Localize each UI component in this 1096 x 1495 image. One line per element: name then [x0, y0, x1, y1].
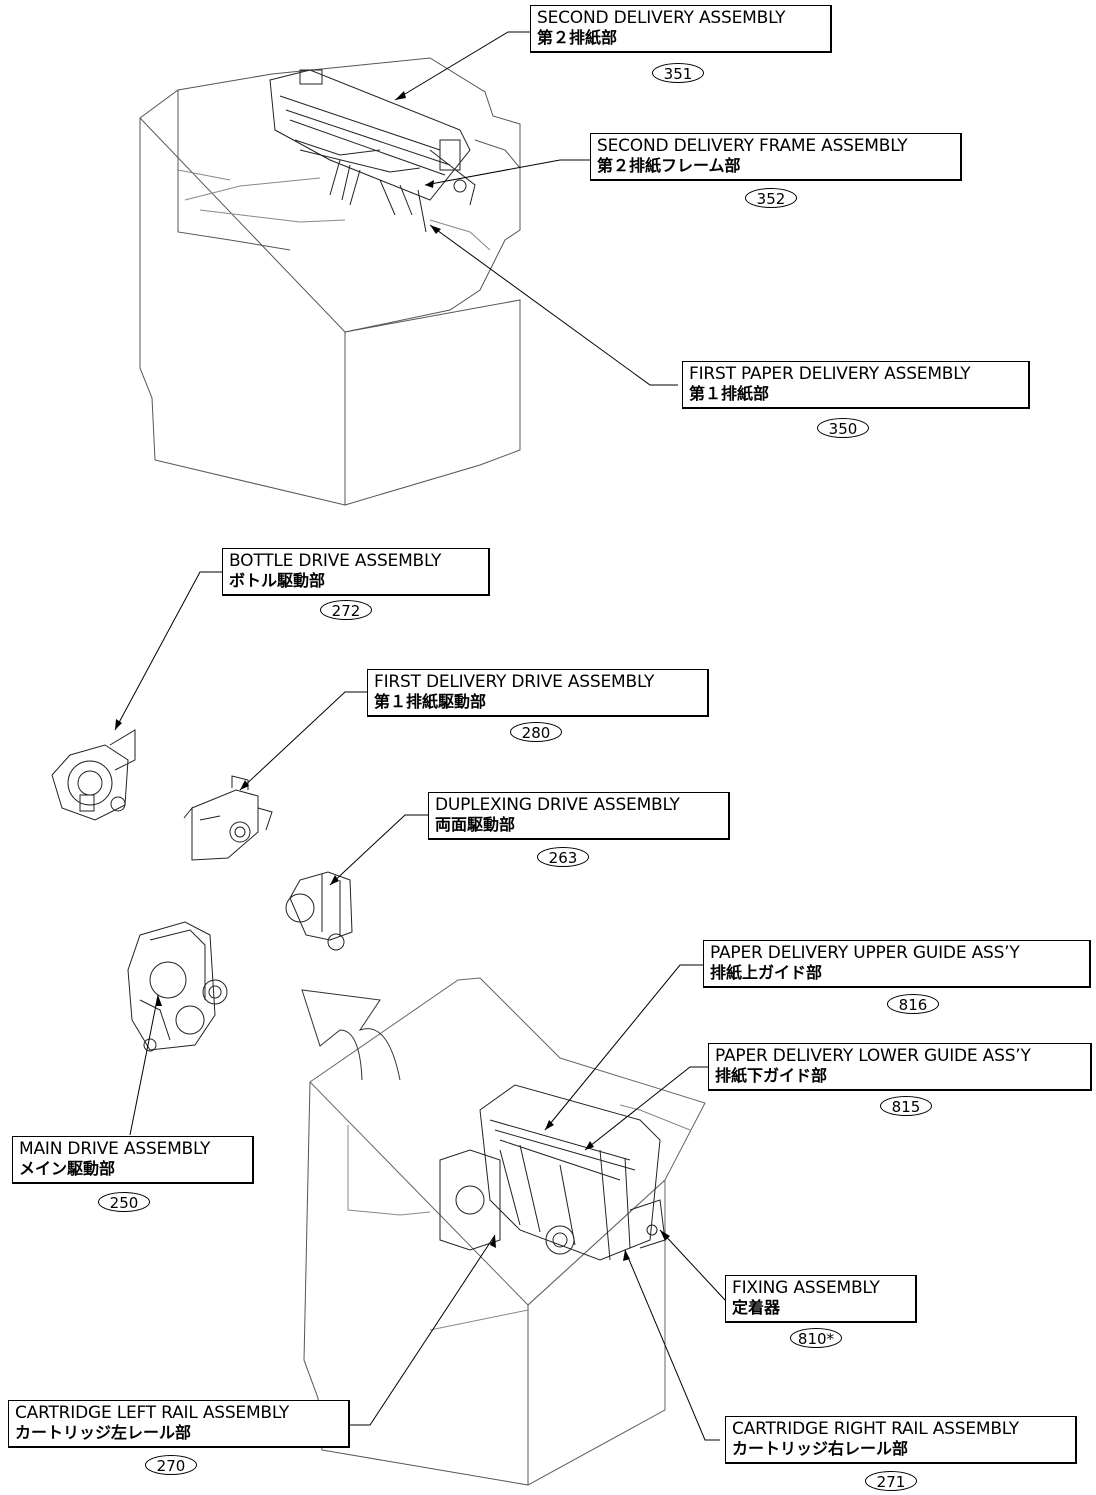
- part-number-badge: 810*: [790, 1328, 842, 1348]
- duplexing-drive-assembly-drawing: [285, 871, 353, 951]
- callout-second-delivery: SECOND DELIVERY ASSEMBLY 第２排紙部: [530, 5, 832, 53]
- callout-label-jp: ボトル駆動部: [229, 571, 326, 590]
- callout-label-en: CARTRIDGE RIGHT RAIL ASSEMBLY: [732, 1419, 1019, 1439]
- callout-second-delivery-frame: SECOND DELIVERY FRAME ASSEMBLY 第２排紙フレーム部: [590, 133, 962, 181]
- part-number-badge: 815: [880, 1096, 932, 1116]
- callout-label-jp: カートリッジ右レール部: [732, 1439, 909, 1458]
- part-number-badge: 816: [887, 994, 939, 1014]
- callout-cartridge-right-rail: CARTRIDGE RIGHT RAIL ASSEMBLY カートリッジ右レール…: [725, 1416, 1077, 1464]
- callout-label-en: FIRST DELIVERY DRIVE ASSEMBLY: [374, 672, 655, 692]
- callout-label-jp: 両面駆動部: [435, 815, 516, 834]
- callout-label-en: PAPER DELIVERY UPPER GUIDE ASS’Y: [710, 943, 1020, 963]
- callout-label-en: SECOND DELIVERY FRAME ASSEMBLY: [597, 136, 908, 156]
- callout-cartridge-left-rail: CARTRIDGE LEFT RAIL ASSEMBLY カートリッジ左レール部: [8, 1400, 350, 1448]
- main-drive-assembly-drawing: [127, 921, 228, 1052]
- part-number-badge: 250: [98, 1192, 150, 1212]
- callout-fixing: FIXING ASSEMBLY 定着器: [725, 1275, 917, 1323]
- leader-arrowheads: [115, 91, 670, 1261]
- callout-label-en: MAIN DRIVE ASSEMBLY: [19, 1139, 211, 1159]
- callout-label-jp: 第１排紙駆動部: [374, 692, 487, 711]
- second-delivery-assembly-drawing: [269, 69, 476, 233]
- part-number-badge: 270: [145, 1455, 197, 1475]
- callout-label-en: FIXING ASSEMBLY: [732, 1278, 880, 1298]
- part-number-badge: 271: [865, 1471, 917, 1491]
- callout-bottle-drive: BOTTLE DRIVE ASSEMBLY ボトル駆動部: [222, 548, 490, 596]
- callout-first-paper-delivery: FIRST PAPER DELIVERY ASSEMBLY 第１排紙部: [682, 361, 1030, 409]
- upper-printer-body: [139, 57, 521, 506]
- callout-label-jp: 第１排紙部: [689, 384, 770, 403]
- callout-label-jp: メイン駆動部: [19, 1159, 116, 1178]
- callout-label-en: CARTRIDGE LEFT RAIL ASSEMBLY: [15, 1403, 290, 1423]
- callout-main-drive: MAIN DRIVE ASSEMBLY メイン駆動部: [12, 1136, 254, 1184]
- callout-duplexing-drive: DUPLEXING DRIVE ASSEMBLY 両面駆動部: [428, 792, 730, 840]
- callout-first-delivery-drive: FIRST DELIVERY DRIVE ASSEMBLY 第１排紙駆動部: [367, 669, 709, 717]
- lower-printer-body: [303, 977, 706, 1486]
- callout-label-jp: 第２排紙部: [537, 28, 618, 47]
- callout-label-en: BOTTLE DRIVE ASSEMBLY: [229, 551, 442, 571]
- callout-label-jp: カートリッジ左レール部: [15, 1423, 192, 1442]
- first-delivery-drive-assembly-drawing: [183, 775, 273, 861]
- callout-label-en: PAPER DELIVERY LOWER GUIDE ASS’Y: [715, 1046, 1031, 1066]
- part-number-badge: 352: [745, 188, 797, 208]
- callout-label-en: FIRST PAPER DELIVERY ASSEMBLY: [689, 364, 971, 384]
- callout-paper-delivery-upper-guide: PAPER DELIVERY UPPER GUIDE ASS’Y 排紙上ガイド部: [703, 940, 1091, 988]
- part-number-badge: 351: [652, 63, 704, 83]
- leader-lines: [114, 31, 726, 1441]
- callout-label-jp: 定着器: [732, 1298, 781, 1317]
- callout-label-jp: 排紙上ガイド部: [710, 963, 823, 982]
- part-number-badge: 350: [817, 418, 869, 438]
- callout-label-en: DUPLEXING DRIVE ASSEMBLY: [435, 795, 680, 815]
- part-number-badge: 263: [537, 847, 589, 867]
- removal-direction-arrow: [301, 989, 401, 1081]
- fixing-and-rail-assembly-drawing: [439, 1084, 666, 1261]
- part-number-badge: 272: [320, 600, 372, 620]
- bottle-drive-assembly-drawing: [51, 729, 136, 821]
- callout-label-en: SECOND DELIVERY ASSEMBLY: [537, 8, 786, 28]
- callout-label-jp: 排紙下ガイド部: [715, 1066, 828, 1085]
- callout-label-jp: 第２排紙フレーム部: [597, 156, 741, 175]
- part-number-badge: 280: [510, 722, 562, 742]
- callout-paper-delivery-lower-guide: PAPER DELIVERY LOWER GUIDE ASS’Y 排紙下ガイド部: [708, 1043, 1092, 1091]
